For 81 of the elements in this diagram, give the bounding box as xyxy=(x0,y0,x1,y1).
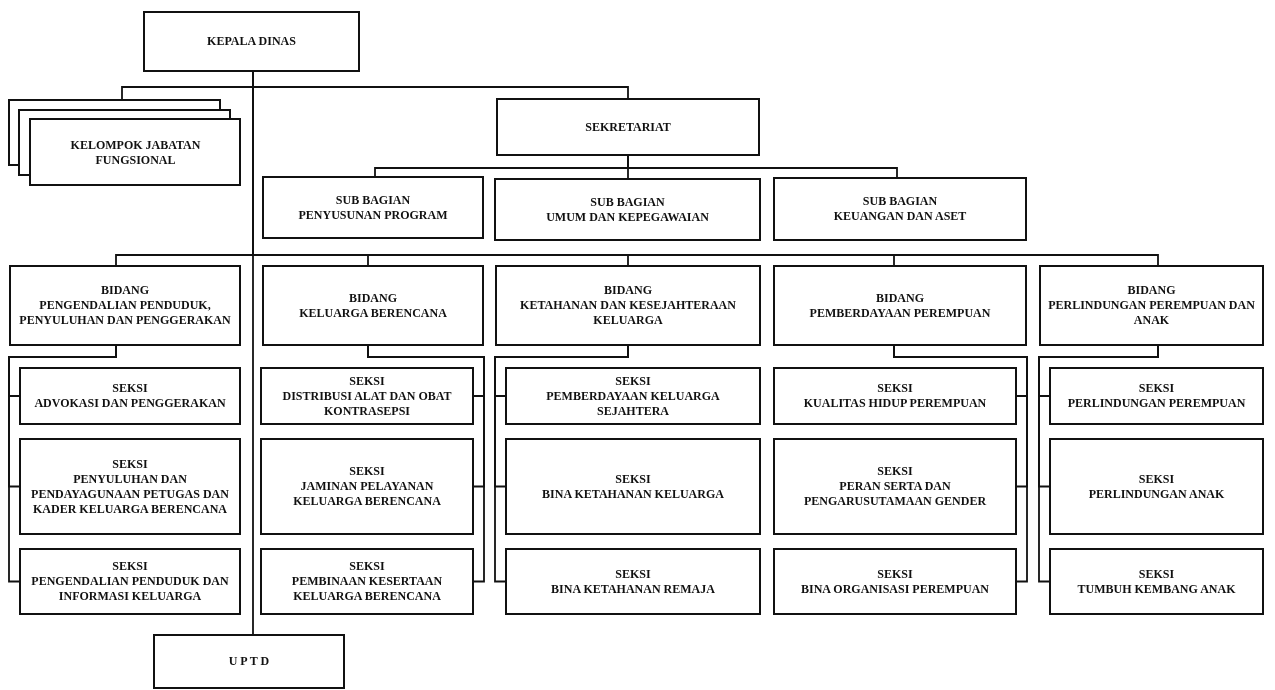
unit-name: BINA KETAHANAN REMAJA xyxy=(551,581,715,597)
unit-name: PERAN SERTA DAN PENGARUSUTAMAAN GENDER xyxy=(802,479,988,509)
unit-heading: BIDANG xyxy=(876,290,924,306)
org-box xyxy=(262,265,484,346)
unit-heading: SEKSI xyxy=(877,381,913,396)
org-box xyxy=(260,367,474,425)
org-box xyxy=(153,634,345,689)
unit-heading: SUB BAGIAN xyxy=(862,194,938,209)
org-box xyxy=(773,265,1027,346)
unit-name: ADVOKASI DAN PENGGERAKAN xyxy=(34,396,226,411)
unit-name: PEMBINAAN KESERTAAN KELUARGA BERENCANA xyxy=(290,574,444,604)
unit-name: BINA KETAHANAN KELUARGA xyxy=(542,486,724,502)
org-box xyxy=(143,11,360,72)
org-box xyxy=(495,265,761,346)
unit-heading: SEKSI xyxy=(112,456,148,472)
unit-name: JAMINAN PELAYANAN KELUARGA BERENCANA xyxy=(292,479,442,509)
unit-heading: SEKSI xyxy=(615,471,651,487)
stacked-box xyxy=(8,99,241,187)
org-box xyxy=(1049,367,1264,425)
connector-line xyxy=(367,345,485,583)
unit-name: PEMBERDAYAAN PEREMPUAN xyxy=(809,305,991,321)
org-box xyxy=(496,98,760,156)
connector-line xyxy=(627,155,898,178)
org-box xyxy=(1039,265,1264,346)
unit-heading: BIDANG xyxy=(1127,283,1176,298)
org-box xyxy=(19,438,241,535)
unit-name: KELUARGA BERENCANA xyxy=(299,305,447,321)
unit-heading: SEKSI xyxy=(349,464,385,479)
unit-name: KELOMPOK JABATAN FUNGSIONAL xyxy=(69,138,202,168)
unit-heading: SEKSI xyxy=(349,559,385,574)
org-box xyxy=(262,176,484,239)
org-box xyxy=(1049,438,1264,535)
unit-name: PERLINDUNGAN ANAK xyxy=(1088,486,1225,502)
unit-heading: SUB BAGIAN xyxy=(335,192,411,208)
unit-name: TUMBUH KEMBANG ANAK xyxy=(1077,581,1236,597)
unit-name: KETAHANAN DAN KESEJAHTERAAN KELUARGA xyxy=(519,298,737,328)
unit-heading: BIDANG xyxy=(604,283,652,298)
unit-name: PENYUSUNAN PROGRAM xyxy=(298,207,448,223)
unit-heading: SEKSI xyxy=(615,373,651,389)
org-box xyxy=(19,367,241,425)
unit-name: PENGENDALIAN PENDUDUK, PENYULUHAN DAN PENGGERAKAN xyxy=(18,298,232,328)
unit-heading: SEKSI xyxy=(877,464,913,479)
org-box xyxy=(505,548,761,615)
unit-name: UMUM DAN KEPEGAWAIAN xyxy=(546,209,709,225)
unit-name: PENYULUHAN DAN PENDAYAGUNAAN PETUGAS DAN KADER KELUARGA BERENCANA xyxy=(30,471,230,517)
org-box xyxy=(773,177,1027,241)
unit-heading: SUB BAGIAN xyxy=(590,194,665,210)
org-box xyxy=(505,438,761,535)
org-box xyxy=(773,367,1017,425)
org-box xyxy=(505,367,761,425)
unit-heading: SEKSI xyxy=(112,381,148,396)
unit-heading: BIDANG xyxy=(349,290,397,306)
org-box xyxy=(260,548,474,615)
unit-heading: SEKSI xyxy=(877,566,913,582)
org-box xyxy=(260,438,474,535)
unit-name: SEKRETARIAT xyxy=(585,119,671,135)
unit-name: DISTRIBUSI ALAT DAN OBAT KONTRASEPSI xyxy=(281,388,453,419)
unit-name: KEUANGAN DAN ASET xyxy=(833,209,967,224)
unit-heading: SEKSI xyxy=(1138,566,1175,582)
org-box xyxy=(19,548,241,615)
unit-heading: BIDANG xyxy=(101,283,149,298)
unit-name: PENGENDALIAN PENDUDUK DAN INFORMASI KELUARGA xyxy=(30,574,230,604)
unit-heading: SEKSI xyxy=(112,559,148,574)
org-box xyxy=(773,548,1017,615)
unit-heading: SEKSI xyxy=(615,566,651,582)
org-box xyxy=(773,438,1017,535)
connector-line xyxy=(8,345,117,583)
unit-name: PERLINDUNGAN PEREMPUAN xyxy=(1067,396,1246,411)
unit-heading: SEKSI xyxy=(349,373,385,389)
org-box xyxy=(1049,548,1264,615)
unit-heading: SEKSI xyxy=(1138,381,1175,396)
unit-name: PEMBERDAYAAN KELUARGA SEJAHTERA xyxy=(545,388,721,419)
connector-line xyxy=(1038,345,1159,583)
org-box xyxy=(494,178,761,241)
unit-name: KEPALA DINAS xyxy=(207,34,296,49)
unit-name: U P T D xyxy=(228,654,270,669)
unit-name: PERLINDUNGAN PEREMPUAN DAN ANAK xyxy=(1047,298,1256,328)
org-box xyxy=(9,265,241,346)
unit-name: KUALITAS HIDUP PEREMPUAN xyxy=(803,396,987,411)
unit-heading: SEKSI xyxy=(1138,471,1175,487)
unit-name: BINA ORGANISASI PEREMPUAN xyxy=(801,581,989,597)
